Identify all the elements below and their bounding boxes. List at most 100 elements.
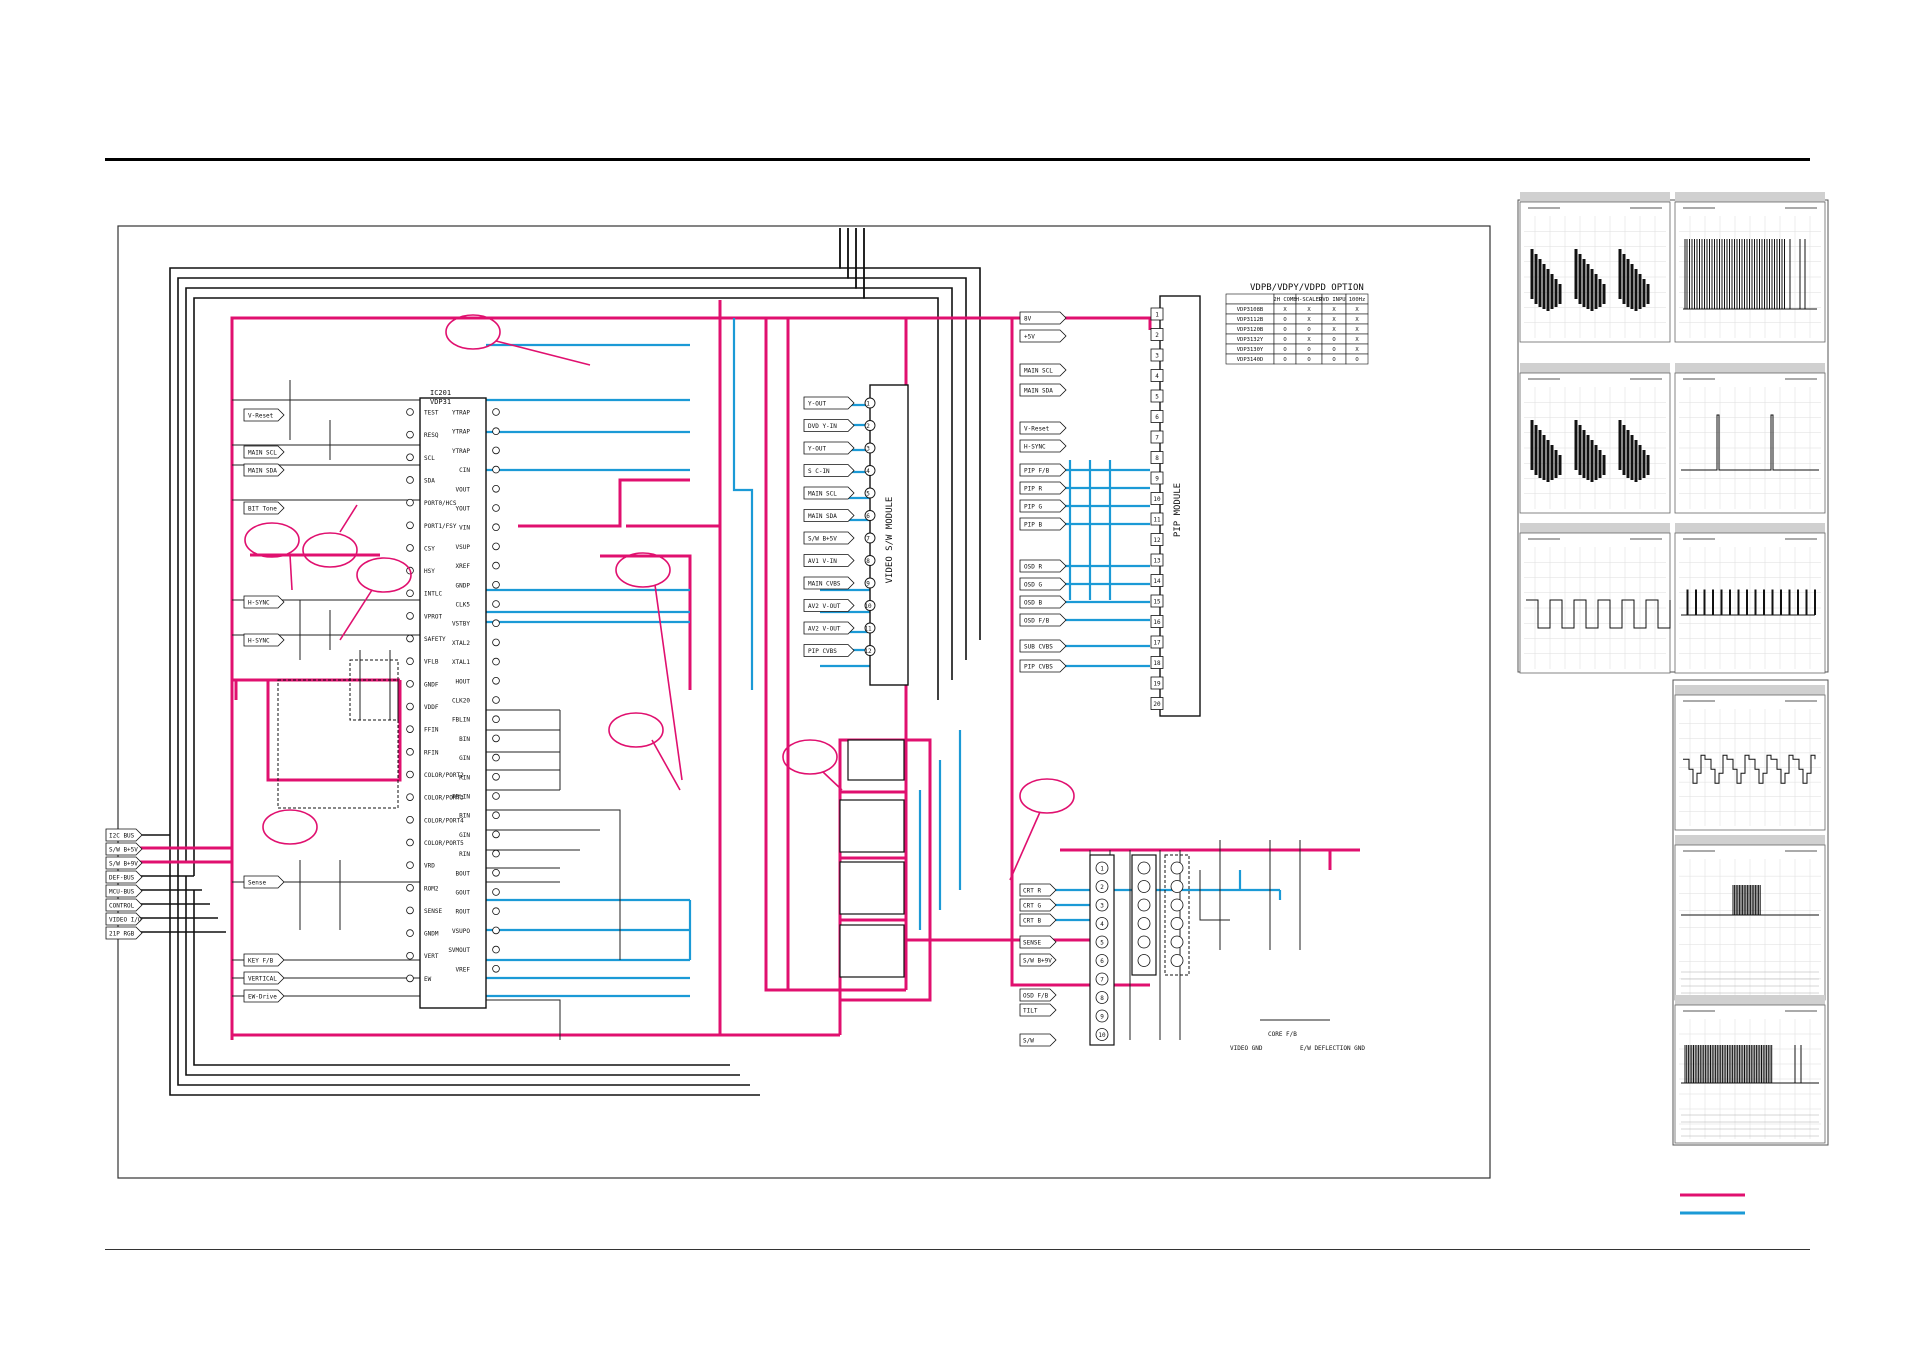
ic-pin-right-label: GIN (459, 755, 470, 762)
main-ic-vdp: TESTRESQSCLSDAPORT0/HCSPORT1/FSYCSYHSYIN… (406, 389, 500, 1009)
scope-panel (1674, 363, 1826, 514)
svg-text:S/W: S/W (1023, 1038, 1034, 1045)
ic-pin-right (492, 638, 500, 647)
svg-text:V-Reset: V-Reset (1024, 426, 1050, 433)
crt-pin-number: 8 (1100, 995, 1104, 1002)
crt-pin (1095, 1009, 1109, 1023)
ic-pin-right (492, 830, 500, 839)
video-module-pin (864, 510, 876, 521)
ic-pin-right-label: FBLIN (452, 717, 470, 724)
video-module-pin-number: 10 (864, 603, 872, 610)
svg-text:PIP R: PIP R (1024, 486, 1042, 493)
ic-pin-right (492, 676, 500, 685)
ic-pin-left (406, 521, 414, 530)
left-connector-tag: CONTROL (105, 898, 143, 912)
pip-signal-tag: OSD F/B (1019, 613, 1067, 627)
left-connector-tag: MCU-BUS (105, 884, 143, 898)
pip-pin-number: 10 (1153, 496, 1161, 503)
pip-pin-number: 1 (1155, 312, 1159, 319)
svg-text:CRT G: CRT G (1023, 903, 1041, 910)
crt-pin (1095, 1028, 1109, 1041)
pip-pin-number: 7 (1155, 435, 1159, 442)
ic-pin-right-label: RIN (459, 851, 470, 858)
ic-pin-left (406, 680, 414, 688)
video-module-pin-number: 1 (866, 401, 870, 408)
inner-left-tag: EW-Drive (243, 989, 285, 1003)
ic-pin-right (492, 696, 500, 704)
crt-pin (1095, 917, 1109, 930)
ic-pin-right-label: XTAL1 (452, 659, 470, 666)
scope-panel (1674, 685, 1826, 831)
pip-signal-tag: OSD B (1019, 595, 1067, 609)
ic-pin-left (406, 589, 414, 598)
pip-pin-number: 13 (1153, 558, 1161, 565)
crt-pin-number: 7 (1100, 977, 1104, 984)
crt-pin-c (1170, 898, 1184, 912)
svg-text:OSD F/B: OSD F/B (1024, 618, 1050, 625)
header-rule (105, 158, 1810, 161)
ic-pin-right (492, 427, 500, 436)
pip-pin-number: 3 (1155, 353, 1159, 360)
video-module-signal-tag: S/W B+5V (803, 531, 855, 545)
ic-pin-left-label: RFIN (424, 749, 439, 756)
video-module-pin-number: 2 (866, 423, 870, 430)
video-module-pin (864, 420, 876, 431)
svg-text:EW-Drive: EW-Drive (248, 994, 277, 1001)
video-module-pin-number: 8 (866, 558, 870, 565)
crt-signal-tag: OSD F/B (1019, 988, 1057, 1002)
crt-pin-number: 6 (1100, 958, 1104, 965)
svg-text:PIP G: PIP G (1024, 504, 1042, 511)
pip-signal-tag: +5V (1019, 329, 1067, 343)
video-module-pin-number: 12 (864, 648, 872, 655)
pip-pin-number: 16 (1153, 619, 1161, 626)
pip-pin-number: 14 (1153, 578, 1161, 585)
ic-pin-right-label: YOUT (456, 506, 471, 513)
option-table-cell-text: O (1355, 357, 1358, 363)
svg-text:MAIN SDA: MAIN SDA (808, 513, 837, 520)
pip-pin-number: 2 (1155, 332, 1159, 339)
ic-pin-right-label: VOUT (456, 486, 471, 493)
ic-pin-left-label: SENSE (424, 908, 442, 915)
video-module-pin-number: 7 (866, 536, 870, 543)
crt-pin-b (1137, 861, 1151, 875)
ic-pin-right-label: CLK5 (456, 602, 471, 609)
svg-text:S/W B+9V: S/W B+9V (1023, 958, 1052, 965)
option-table-cell-text: O (1283, 357, 1286, 363)
ic-pin-left (406, 838, 414, 847)
pip-signal-tag: SUB CVBS (1019, 639, 1067, 653)
option-table-cell-text: O (1307, 357, 1310, 363)
option-table-cell-text: X (1355, 327, 1359, 333)
crt-signal-tag: CRT G (1019, 898, 1057, 912)
pip-pin-box (1150, 697, 1164, 710)
ic-pin-left-label: COLOR/PORT5 (424, 840, 464, 847)
pip-signal-tag: PIP R (1019, 481, 1067, 495)
pip-signal-tag: MAIN SDA (1019, 383, 1067, 397)
video-module-pin-number: 6 (866, 513, 870, 520)
scope-panel (1674, 523, 1826, 674)
svg-text:OSD B: OSD B (1024, 600, 1042, 607)
crt-signal-tag: TILT (1019, 1003, 1057, 1017)
svg-text:MAIN SCL: MAIN SCL (248, 450, 277, 457)
svg-text:MAIN SDA: MAIN SDA (248, 468, 277, 475)
video-module-title: VIDEO S/W MODULE (885, 497, 895, 584)
video-module-pin (864, 487, 876, 499)
ic-pin-left (406, 861, 414, 869)
ic-pin-right-label: XTAL2 (452, 640, 470, 647)
option-table-cell-text: X (1283, 307, 1287, 313)
pip-pin-box (1150, 553, 1164, 567)
ic-pin-left (406, 770, 414, 779)
video-module-pin-number: 3 (866, 446, 870, 453)
ic-pin-left-label: VDDF (424, 704, 439, 711)
option-table-cell-text: X (1355, 317, 1359, 323)
crt-pin-b (1137, 917, 1151, 930)
ic-pin-right-label: SVMOUT (448, 947, 470, 954)
crt-pin (1095, 954, 1109, 967)
pip-pin-number: 8 (1155, 455, 1159, 462)
ic-pin-right (492, 868, 500, 877)
pip-signal-tag: PIP G (1019, 499, 1067, 513)
ic-pin-left-label: PORT0/HCS (424, 500, 457, 507)
svg-text:21P RGB: 21P RGB (109, 931, 135, 938)
